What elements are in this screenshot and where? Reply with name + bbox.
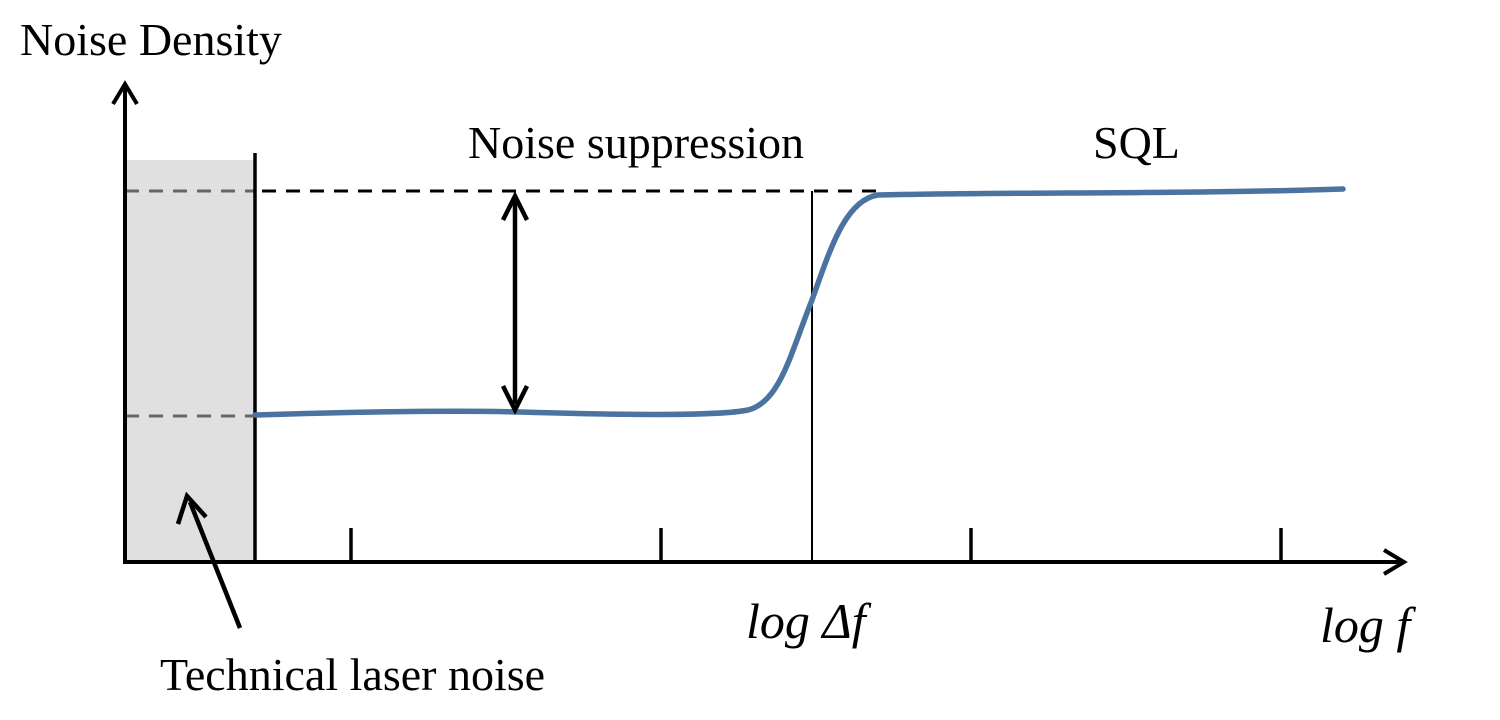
technical-noise-label: Technical laser noise — [160, 649, 545, 700]
sql-label: SQL — [1093, 117, 1180, 168]
technical-noise-pointer-head — [175, 491, 208, 525]
cutoff-label: log Δf — [746, 593, 872, 649]
technical-noise-region — [125, 160, 255, 560]
noise-suppression-label: Noise suppression — [468, 117, 804, 168]
technical-noise-pointer — [187, 501, 243, 629]
y-axis-arrowhead — [111, 80, 139, 106]
suppression-arrowhead-top — [500, 190, 530, 222]
y-axis-label: Noise Density — [20, 14, 282, 65]
x-axis-label: log f — [1320, 597, 1416, 653]
noise-density-curve — [252, 186, 1346, 418]
x-axis-arrowhead — [1382, 548, 1408, 576]
suppression-arrowhead-bottom — [500, 384, 530, 416]
